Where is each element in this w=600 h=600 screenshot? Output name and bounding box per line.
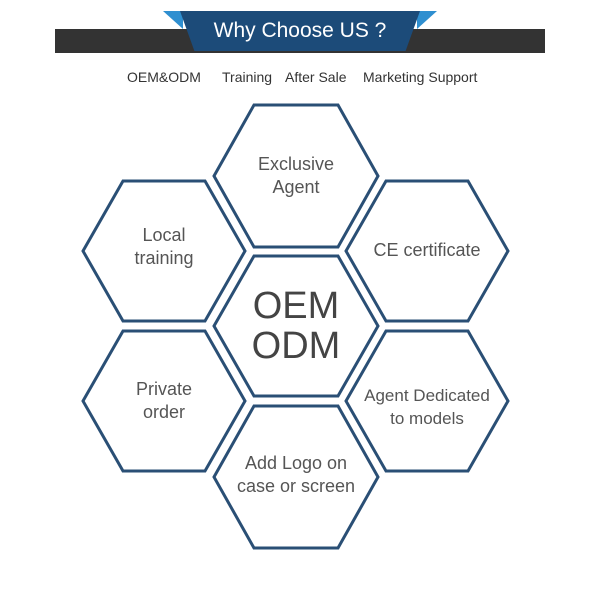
hexagon-lower-right-line2: to models — [390, 409, 464, 428]
hexagon-top — [212, 103, 380, 249]
hexagon-bottom-line2: case or screen — [236, 476, 356, 496]
banner-accent-left — [163, 11, 183, 29]
hexagon-center-line1: OEM — [252, 285, 340, 327]
hexagon-lower-left-label: Private order — [84, 378, 244, 424]
service-training: Training — [222, 69, 273, 85]
banner-title-background — [180, 11, 420, 51]
hexagon-lower-right-line1: Agent Dedicated — [364, 386, 490, 405]
hexagon-bottom-label: Add Logo on case or screen — [216, 452, 376, 498]
hexagon-top-line1: Exclusive — [257, 154, 335, 174]
hexagon-upper-left-label: Local training — [84, 224, 244, 270]
hexagon-upper-left-line2: training — [134, 248, 194, 268]
hexagon-lower-left — [81, 329, 247, 473]
page-title: Why Choose US ? — [213, 19, 387, 42]
hexagon-upper-right-label: CE certificate — [347, 239, 507, 262]
hexagon-lower-right-label: Agent Dedicated to models — [347, 384, 507, 430]
hexagon-center-line2: ODM — [251, 325, 341, 367]
hexagon-lower-left-line1: Private — [135, 379, 193, 399]
hexagon-bottom-line1: Add Logo on — [244, 453, 348, 473]
hexagon-upper-right — [344, 179, 510, 323]
hexagon-bottom — [212, 404, 380, 550]
hexagon-center — [212, 254, 380, 398]
hexagon-upper-left-line1: Local — [142, 225, 186, 245]
hexagon-lower-left-line2: order — [142, 402, 186, 422]
hexagon-center-label: OEM ODM — [216, 286, 376, 366]
hexagon-upper-left — [81, 179, 247, 323]
banner-accent-right — [417, 11, 437, 29]
service-marketing-support: Marketing Support — [363, 69, 478, 85]
services-row: OEM&ODM Training After Sale Marketing Su… — [0, 69, 600, 89]
hexagon-lower-right — [344, 329, 510, 473]
hexagon-top-line2: Agent — [272, 177, 320, 197]
service-oem-odm: OEM&ODM — [127, 69, 201, 85]
hexagon-upper-right-line1: CE certificate — [373, 240, 481, 260]
service-after-sale: After Sale — [285, 69, 347, 85]
hexagon-top-label: Exclusive Agent — [216, 153, 376, 199]
header-banner: Why Choose US ? — [0, 0, 600, 70]
